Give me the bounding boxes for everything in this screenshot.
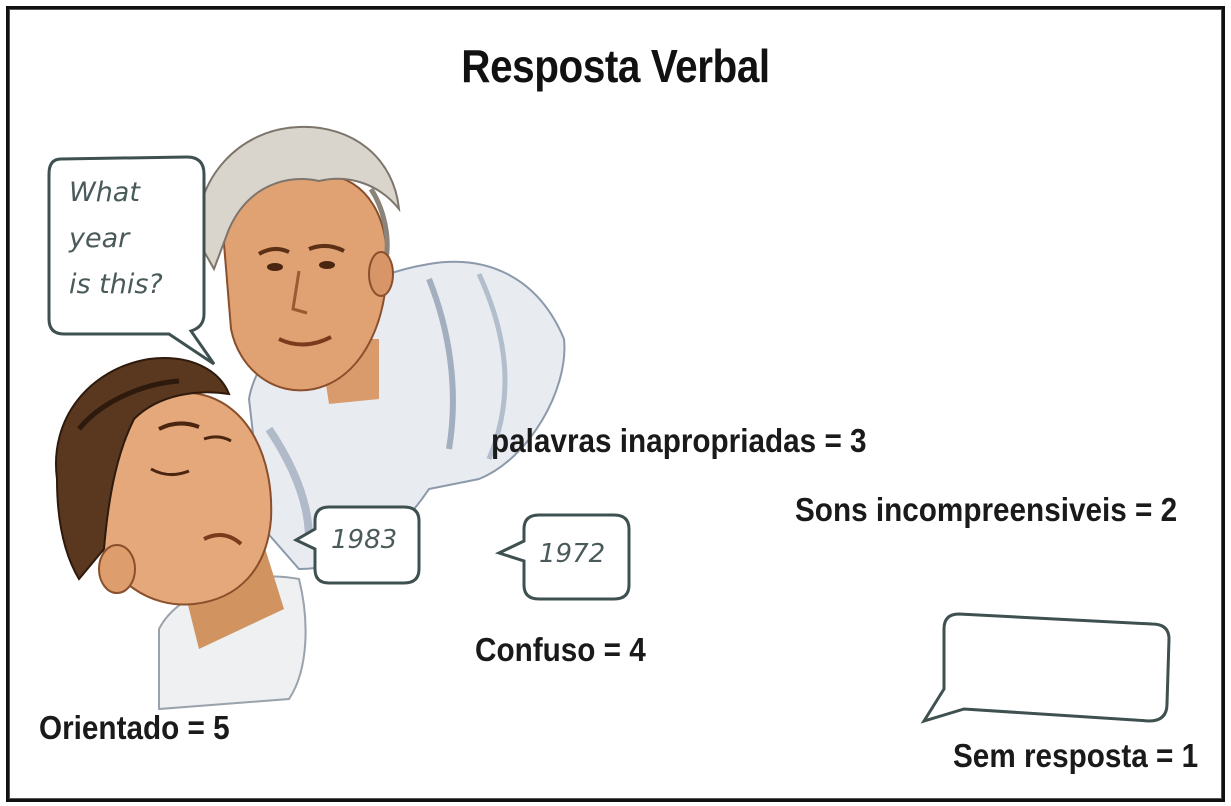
question-line-3: is this?	[69, 269, 163, 300]
answer-1983-text: 1983	[331, 525, 398, 555]
question-line-2: year	[69, 223, 130, 254]
level-incomprehensible-sounds: Sons incompreensiveis = 2	[795, 491, 1178, 528]
level-inappropriate-words: palavras inapropriadas = 3	[491, 422, 867, 459]
level-no-response: Sem resposta = 1	[953, 737, 1199, 774]
answer-1983-bubble	[292, 505, 421, 585]
question-line-1: What	[69, 177, 140, 208]
illustration-layer	[47, 125, 1171, 724]
answer-1972-bubble	[494, 513, 631, 601]
answer-1972-text: 1972	[539, 539, 606, 569]
patient-illustration	[55, 357, 307, 711]
doctor-illustration	[195, 125, 566, 571]
level-confused: Confuso = 4	[475, 631, 646, 668]
slide-frame: Resposta Verbal What year is this? 1983 …	[6, 6, 1225, 802]
empty-response-bubble	[920, 612, 1171, 724]
level-oriented: Orientado = 5	[39, 709, 230, 746]
question-bubble	[47, 155, 216, 366]
slide-title: Resposta Verbal	[461, 40, 770, 92]
